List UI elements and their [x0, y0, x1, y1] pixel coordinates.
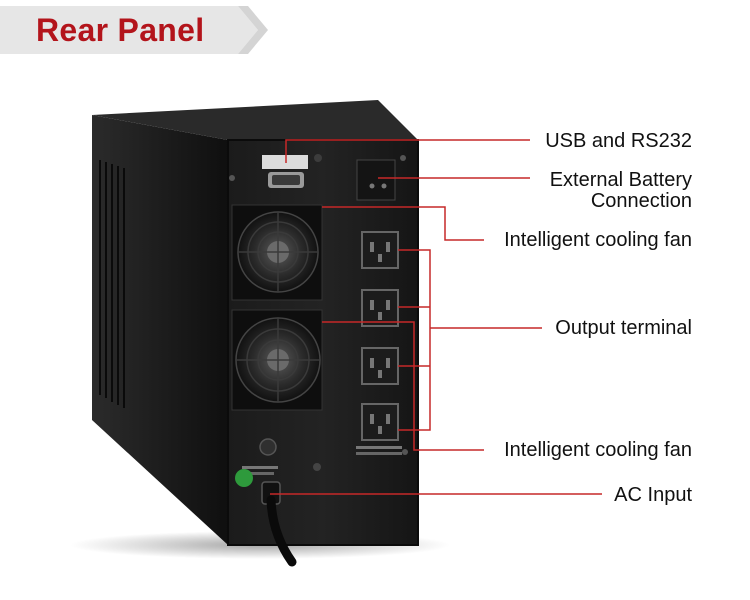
title-banner: Rear Panel: [0, 0, 750, 70]
usb-port-icon: [314, 154, 322, 162]
output-fine-print: [356, 452, 402, 455]
power-cable: [266, 495, 297, 567]
output-fine-print: [356, 446, 402, 449]
callout-ac-input: AC Input: [614, 485, 692, 506]
banner-background: [0, 6, 268, 54]
input-fine-print: [242, 466, 278, 469]
battery-connector-icon: [356, 159, 396, 201]
circuit-breaker-icon: [259, 438, 277, 456]
callout-label: Output terminal: [555, 317, 692, 339]
callout-label: Connection: [590, 190, 692, 212]
callout-cooling-fan-bottom: Intelligent cooling fan: [504, 440, 692, 461]
side-vents: [99, 160, 125, 408]
ups-top-panel: [92, 100, 418, 140]
callout-label: Intelligent cooling fan: [504, 229, 692, 251]
callout-label: Intelligent cooling fan: [504, 439, 692, 461]
input-fine-print: [246, 472, 274, 475]
cooling-fan-bottom-icon: [231, 309, 323, 411]
callout-external-battery: External Battery Connection: [550, 170, 692, 212]
output-socket-icon: [361, 231, 399, 269]
callout-leader-lines: [270, 139, 602, 495]
callout-cooling-fan-top: Intelligent cooling fan: [504, 230, 692, 251]
callout-label: AC Input: [614, 484, 692, 506]
rs232-port-icon: [268, 172, 304, 188]
output-socket-icon: [361, 289, 399, 327]
callout-output-terminal: Output terminal: [555, 318, 692, 339]
certification-sticker-icon: [235, 469, 253, 487]
screw-icon: [402, 449, 408, 455]
page-title: Rear Panel: [36, 12, 205, 48]
cooling-fan-top-icon: [231, 204, 323, 301]
screw-icon: [229, 175, 235, 181]
callout-usb-rs232: USB and RS232: [545, 131, 692, 152]
output-socket-icon: [361, 403, 399, 441]
callout-label: USB and RS232: [545, 130, 692, 152]
output-socket-icon: [361, 347, 399, 385]
screw-icon: [313, 463, 321, 471]
model-label-sticker: [262, 155, 308, 169]
ups-side-panel: [92, 115, 228, 545]
callout-label: External Battery: [549, 169, 692, 191]
screw-icon: [400, 155, 406, 161]
